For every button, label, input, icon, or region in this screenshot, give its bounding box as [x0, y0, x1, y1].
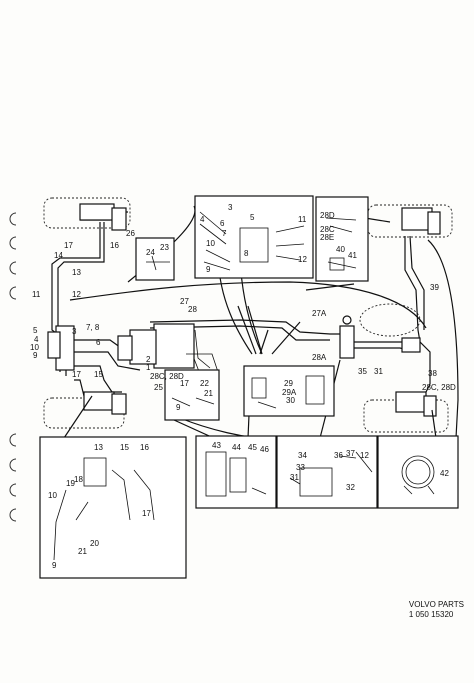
label: 11: [298, 215, 307, 224]
label: 32: [346, 483, 355, 492]
inset-boxes: [39, 195, 459, 579]
binder-holes: [9, 212, 17, 522]
label: 33: [296, 463, 305, 472]
label: 28C, 28D: [150, 372, 184, 381]
label: 9: [176, 403, 181, 412]
label: 17: [64, 241, 73, 250]
inset-small-left: [135, 237, 175, 281]
label: 45: [248, 443, 257, 452]
inset-part-drawings: [53, 211, 435, 561]
label: 17: [72, 370, 81, 379]
label: 31: [290, 473, 299, 482]
label: 13: [72, 268, 81, 277]
label: 10: [48, 491, 57, 500]
inset-bottom-right-2: [377, 435, 459, 509]
label: 5: [33, 326, 38, 335]
label: 46: [260, 445, 269, 454]
label: 16: [110, 241, 119, 250]
inset-bottom-right-1: [276, 435, 378, 509]
label: 9: [206, 265, 211, 274]
label: 22: [200, 379, 209, 388]
label: 4: [34, 335, 39, 344]
label: 35: [358, 367, 367, 376]
label: 4: [200, 215, 205, 224]
label: 30: [286, 396, 295, 405]
inset-mid-small: [164, 369, 220, 421]
label: 38: [428, 369, 437, 378]
label: 31: [374, 367, 383, 376]
label: 9: [33, 351, 38, 360]
label: 27: [180, 297, 189, 306]
label: 39: [430, 283, 439, 292]
label: 12: [298, 255, 307, 264]
label: 36: [334, 451, 343, 460]
label: 1: [146, 363, 151, 372]
label: 18: [74, 475, 83, 484]
label: 29A: [282, 388, 297, 397]
label: 23: [160, 243, 169, 252]
label: 6: [96, 338, 101, 347]
label: 3: [228, 203, 233, 212]
label: 41: [348, 251, 357, 260]
label: 42: [440, 469, 449, 478]
label: 28D: [320, 211, 335, 220]
label: 40: [336, 245, 345, 254]
label: 16: [140, 443, 149, 452]
inset-bottom-left: [39, 436, 187, 579]
label: 28: [188, 305, 197, 314]
label: 27A: [312, 309, 327, 318]
label: 7: [222, 229, 227, 238]
label: 14: [54, 251, 63, 260]
label: 26: [126, 229, 135, 238]
label: 10: [206, 239, 215, 248]
label: 44: [232, 443, 241, 452]
label: 12: [360, 451, 369, 460]
label: 37: [346, 449, 355, 458]
label: 9: [52, 561, 57, 570]
label: 24: [146, 248, 155, 257]
label: 29: [284, 379, 293, 388]
label: 15: [120, 443, 129, 452]
footer-line-1: VOLVO PARTS: [408, 600, 464, 609]
label: 19: [66, 479, 75, 488]
label: 2: [146, 355, 151, 364]
label: 11: [32, 290, 41, 299]
components: [47, 203, 441, 417]
label: 28C, 28D: [422, 383, 456, 392]
inset-top-center: [194, 195, 314, 279]
label: 8: [244, 249, 249, 258]
label: 6: [220, 219, 225, 228]
label: 25: [154, 383, 163, 392]
inset-top-right: [315, 196, 369, 282]
part-number-labels: 26 16 17 14 13 12 11 5 4 3 10 9 7, 8 6 2…: [30, 203, 456, 570]
label: 34: [298, 451, 307, 460]
label: 43: [212, 441, 221, 450]
inset-mid-center: [243, 365, 335, 417]
label: 7, 8: [86, 323, 100, 332]
label: 3: [72, 327, 77, 336]
footer-line-2: 1 050 15320: [408, 610, 454, 619]
label: 21: [204, 389, 213, 398]
label: 15: [94, 370, 103, 379]
label: 12: [72, 290, 81, 299]
label: 17: [142, 509, 151, 518]
label: 28A: [312, 353, 327, 362]
label: 13: [94, 443, 103, 452]
footer-parts-reference: VOLVO PARTS 1 050 15320: [409, 600, 464, 620]
label: 21: [78, 547, 87, 556]
label: 28E: [320, 233, 334, 242]
label: 20: [90, 539, 99, 548]
label: 10: [30, 343, 39, 352]
label: 28C: [320, 225, 335, 234]
label: 5: [250, 213, 255, 222]
label: 17: [180, 379, 189, 388]
